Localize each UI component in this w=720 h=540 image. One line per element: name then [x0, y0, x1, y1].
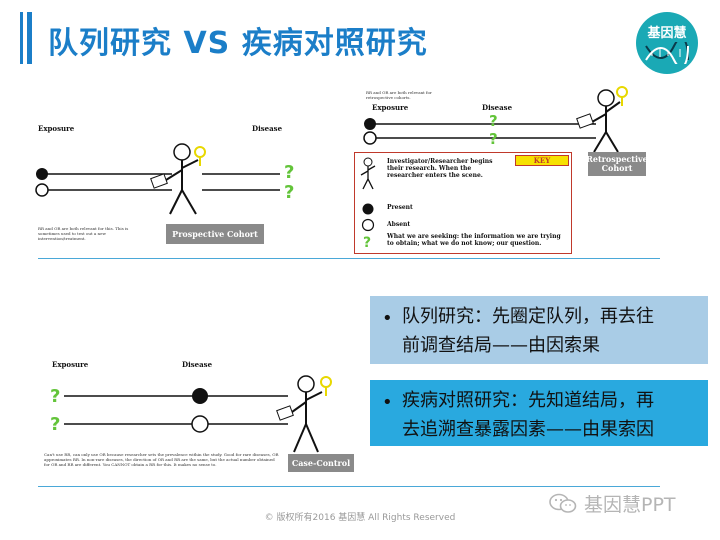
prospective-note: RR and OR are both relevant for this. Th…	[38, 226, 129, 241]
prospective-timeline: ? ?	[35, 143, 294, 215]
dna-icon	[645, 42, 689, 64]
case-control-disease-label: Disease	[182, 360, 213, 369]
svg-text:?: ?	[489, 112, 498, 130]
key-question-text: What we are seeking: the information we …	[387, 233, 561, 247]
bullet-cohort-study: • 队列研究：先圈定队列，再去往 前调查结局——由因索果	[370, 296, 708, 364]
prospective-disease-label: Disease	[252, 124, 283, 133]
section-divider-top	[38, 258, 660, 259]
key-tag: KEY	[515, 155, 569, 166]
prospective-cohort-label: Prospective Cohort	[166, 224, 264, 244]
retrospective-timeline: ? ?	[363, 86, 628, 153]
key-markers: ?	[361, 203, 375, 249]
footer-copyright: © 版权所有2016 基因慧 All Rights Reserved	[264, 513, 456, 523]
case-control-label: Case-Control	[288, 454, 354, 472]
watermark-text: 基因慧PPT	[584, 494, 676, 516]
brand-logo: 基因慧	[636, 12, 698, 74]
bullet-case-control-study: • 疾病对照研究：先知道结局，再 去追溯查暴露因素——由果索因	[370, 380, 708, 446]
title-accent-bars	[20, 12, 36, 64]
case-control-timeline: ? ?	[50, 375, 332, 453]
page-title: 队列研究 VS 疾病对照研究	[48, 26, 428, 61]
svg-text:?: ?	[50, 386, 60, 407]
key-absent-marker	[361, 218, 375, 232]
case-control-exposure-label: Exposure	[52, 360, 89, 369]
svg-text:?: ?	[363, 235, 371, 249]
section-divider-bottom	[38, 486, 660, 487]
svg-text:?: ?	[489, 130, 498, 148]
investigator-icon	[360, 157, 376, 190]
logo-text: 基因慧	[647, 26, 687, 41]
key-present-marker	[362, 203, 374, 215]
bullet-case-control-line1: 疾病对照研究：先知道结局，再	[402, 390, 654, 411]
key-legend: KEY Investigator/Researcher begins their…	[354, 152, 572, 254]
bullet-dot-icon: •	[382, 308, 393, 329]
key-absent-text: Absent	[387, 221, 411, 228]
retrospective-cohort-label: Retrospective Cohort	[586, 152, 648, 176]
present-marker	[36, 168, 48, 180]
case-control-note: Can't use RR, can only use OR because re…	[44, 452, 279, 467]
retrospective-note: RR and OR are both relevant for retrospe…	[366, 90, 432, 100]
svg-text:?: ?	[284, 162, 294, 183]
svg-text:?: ?	[284, 182, 294, 203]
absent-marker	[35, 183, 49, 197]
bullet-dot-icon: •	[382, 392, 393, 413]
svg-text:?: ?	[50, 414, 60, 435]
bullet-cohort-line2: 前调查结局——由因索果	[402, 335, 600, 356]
retrospective-disease-label: Disease	[482, 103, 513, 112]
retrospective-exposure-label: Exposure	[372, 103, 409, 112]
prospective-exposure-label: Exposure	[38, 124, 75, 133]
key-investigator-text: Investigator/Researcher begins their res…	[387, 158, 493, 179]
bullet-cohort-line1: 队列研究：先圈定队列，再去往	[402, 306, 654, 327]
bullet-case-control-line2: 去追溯查暴露因素——由果索因	[402, 419, 654, 440]
wechat-icon	[549, 493, 577, 513]
key-present-text: Present	[387, 204, 413, 211]
